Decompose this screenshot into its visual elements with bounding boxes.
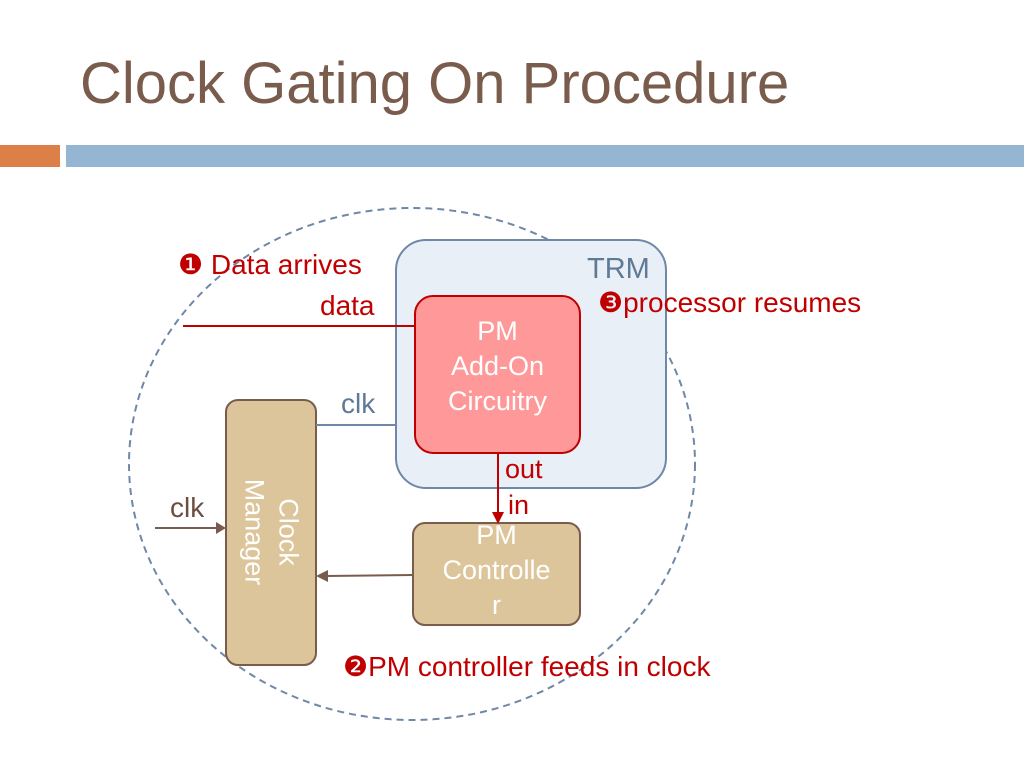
clock-manager-box (225, 399, 317, 666)
pm-controller-box (412, 522, 581, 626)
accent-bar-orange (0, 145, 60, 167)
clock-manager-line1: Clock (273, 498, 304, 566)
pm-controller-line1: PM (476, 520, 517, 550)
controller-to-manager-arrowhead (316, 570, 328, 582)
clk-left-label: clk (170, 492, 205, 523)
clock-manager-line2: Manager (239, 478, 270, 586)
step2-annotation: ❷PM controller feeds in clock (343, 651, 711, 682)
pm-controller-label: PM Controlle r (413, 518, 580, 628)
trm-label: TRM (587, 253, 650, 285)
scope-circle (128, 207, 696, 721)
out-in-arrowhead (492, 512, 504, 524)
page-title: Clock Gating On Procedure (80, 51, 790, 116)
pm-controller-line2: Controlle (442, 555, 551, 585)
clk-top-label: clk (341, 388, 376, 419)
out-label: out (505, 454, 543, 484)
data-label: data (320, 290, 375, 321)
pm-addon-line1: PM (477, 316, 518, 346)
step1-annotation: ❶ Data arrives (178, 249, 362, 280)
external-clk-arrowhead (216, 522, 226, 534)
controller-to-manager-arrow (325, 574, 414, 577)
in-label: in (508, 490, 530, 520)
step3-annotation: ❸processor resumes (598, 287, 862, 318)
pm-addon-label: PM Add-On Circuitry (415, 314, 580, 419)
pm-addon-line2: Add-On (450, 351, 545, 381)
pm-controller-line3: r (492, 590, 501, 620)
accent-bar-blue (66, 145, 1024, 167)
clock-manager-label: Clock Manager (236, 400, 306, 665)
pm-addon-line3: Circuitry (448, 386, 547, 416)
